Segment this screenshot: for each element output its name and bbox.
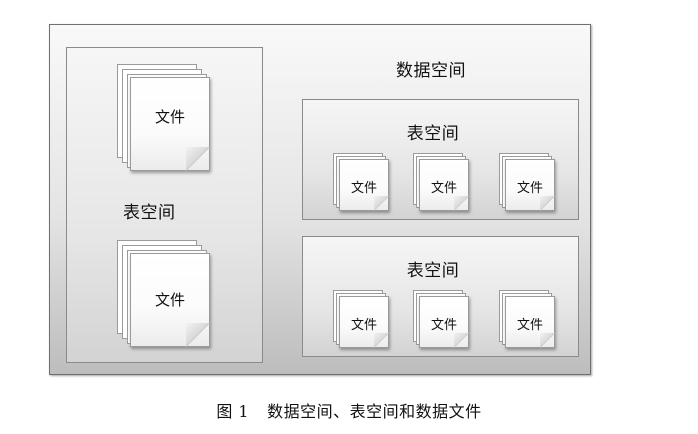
file-label: 文件 [154,291,185,309]
file-label: 文件 [430,318,457,333]
figure-number: 图 1 [216,402,250,421]
data-file-icon: 文件 [117,64,211,172]
data-file-icon: 文件 [499,290,557,350]
data-file-icon: 文件 [333,290,391,350]
data-file-icon: 文件 [499,153,557,213]
file-label: 文件 [350,181,377,196]
data-file-icon: 文件 [333,153,391,213]
tablespace-label-right-bottom: 表空间 [406,261,460,281]
file-label: 文件 [350,318,377,333]
data-space-label: 数据空间 [396,61,466,81]
file-label: 文件 [430,181,457,196]
tablespace-label-right-top: 表空间 [406,124,460,144]
figure-caption-text: 数据空间、表空间和数据文件 [267,402,482,421]
tablespace-label-left: 表空间 [123,203,176,223]
file-label: 文件 [516,318,543,333]
data-file-icon: 文件 [413,290,471,350]
data-file-icon: 文件 [117,240,211,348]
file-label: 文件 [154,108,185,126]
figure-caption: 图 1 数据空间、表空间和数据文件 [0,398,698,422]
data-file-icon: 文件 [413,153,471,213]
file-label: 文件 [516,181,543,196]
